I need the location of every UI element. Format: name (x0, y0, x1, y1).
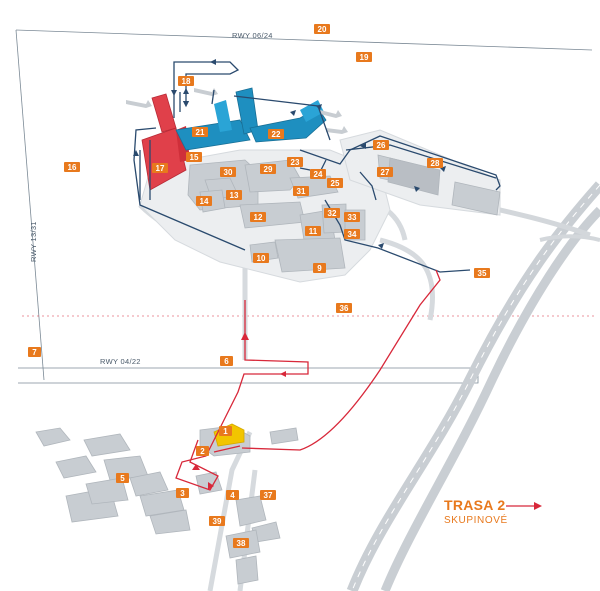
svg-text:36: 36 (340, 304, 349, 313)
route-red-arrows (192, 332, 286, 490)
svg-text:5: 5 (120, 474, 125, 483)
runway-label-north: RWY 06/24 (232, 31, 273, 40)
svg-text:10: 10 (257, 254, 266, 263)
svg-text:13: 13 (230, 191, 239, 200)
svg-text:19: 19 (360, 53, 369, 62)
svg-text:22: 22 (272, 130, 281, 139)
svg-text:15: 15 (190, 153, 199, 162)
badge-23[interactable]: 23 (287, 157, 303, 167)
svg-text:9: 9 (317, 264, 322, 273)
svg-text:7: 7 (32, 348, 37, 357)
svg-text:18: 18 (182, 77, 191, 86)
runway-04-22-edge (18, 368, 479, 384)
svg-text:17: 17 (156, 164, 165, 173)
poi-badges: 1 2 3 4 5 6 7 9 10 11 12 13 14 15 16 17 … (28, 24, 490, 548)
badge-34[interactable]: 34 (344, 229, 360, 239)
svg-text:20: 20 (318, 25, 327, 34)
badge-18[interactable]: 18 (178, 76, 194, 86)
buildings-south (35, 425, 299, 585)
svg-text:27: 27 (381, 168, 390, 177)
badge-28[interactable]: 28 (427, 158, 443, 168)
badge-12[interactable]: 12 (250, 212, 266, 222)
svg-text:21: 21 (196, 128, 205, 137)
route-blue-arrows (133, 59, 446, 249)
svg-text:16: 16 (68, 163, 77, 172)
runway-label-west: RWY 13/31 (29, 221, 38, 262)
svg-text:37: 37 (264, 491, 273, 500)
badge-1[interactable]: 1 (219, 426, 232, 436)
badge-26[interactable]: 26 (373, 140, 389, 150)
svg-text:35: 35 (478, 269, 487, 278)
svg-text:12: 12 (254, 213, 263, 222)
badge-29[interactable]: 29 (260, 164, 276, 174)
svg-text:4: 4 (230, 491, 235, 500)
badge-5[interactable]: 5 (116, 473, 129, 483)
badge-11[interactable]: 11 (305, 226, 321, 236)
legend-arrow-icon (506, 502, 542, 510)
svg-text:31: 31 (297, 187, 306, 196)
badge-16[interactable]: 16 (64, 162, 80, 172)
badge-33[interactable]: 33 (344, 212, 360, 222)
badge-9[interactable]: 9 (313, 263, 326, 273)
badge-39[interactable]: 39 (209, 516, 225, 526)
svg-text:39: 39 (213, 517, 222, 526)
badge-17[interactable]: 17 (152, 163, 168, 173)
badge-3[interactable]: 3 (176, 488, 189, 498)
badge-4[interactable]: 4 (226, 490, 239, 500)
svg-text:11: 11 (309, 227, 318, 236)
svg-text:3: 3 (180, 489, 185, 498)
legend-title: TRASA 2 (444, 497, 506, 513)
svg-text:30: 30 (224, 168, 233, 177)
badge-15[interactable]: 15 (186, 152, 202, 162)
badge-7[interactable]: 7 (28, 347, 41, 357)
badge-2[interactable]: 2 (196, 446, 209, 456)
svg-text:26: 26 (377, 141, 386, 150)
badge-35[interactable]: 35 (474, 268, 490, 278)
svg-text:32: 32 (328, 209, 337, 218)
runway-06-24-line (15, 29, 593, 51)
svg-text:25: 25 (331, 179, 340, 188)
badge-37[interactable]: 37 (260, 490, 276, 500)
badge-31[interactable]: 31 (293, 186, 309, 196)
badge-19[interactable]: 19 (356, 52, 372, 62)
route-red (175, 269, 441, 491)
svg-text:1: 1 (223, 427, 228, 436)
badge-20[interactable]: 20 (314, 24, 330, 34)
badge-6[interactable]: 6 (220, 356, 233, 366)
badge-10[interactable]: 10 (253, 253, 269, 263)
svg-text:23: 23 (291, 158, 300, 167)
badge-24[interactable]: 24 (310, 169, 326, 179)
svg-text:14: 14 (200, 197, 209, 206)
legend-subtitle: SKUPINOVÉ (444, 515, 508, 526)
badge-36[interactable]: 36 (336, 303, 352, 313)
badge-38[interactable]: 38 (233, 538, 249, 548)
svg-text:28: 28 (431, 159, 440, 168)
svg-text:38: 38 (237, 539, 246, 548)
svg-text:33: 33 (348, 213, 357, 222)
runway-13-31-line (15, 29, 45, 381)
runway-label-south: RWY 04/22 (100, 357, 141, 366)
svg-text:34: 34 (348, 230, 357, 239)
terminal-blue (175, 87, 327, 151)
svg-text:2: 2 (200, 447, 205, 456)
badge-25[interactable]: 25 (327, 178, 343, 188)
badge-22[interactable]: 22 (268, 129, 284, 139)
badge-13[interactable]: 13 (226, 190, 242, 200)
badge-27[interactable]: 27 (377, 167, 393, 177)
badge-32[interactable]: 32 (324, 208, 340, 218)
svg-text:29: 29 (264, 165, 273, 174)
badge-14[interactable]: 14 (196, 196, 212, 206)
aircraft (126, 88, 348, 134)
route-blue (133, 61, 501, 273)
badge-30[interactable]: 30 (220, 167, 236, 177)
badge-21[interactable]: 21 (192, 127, 208, 137)
svg-text:24: 24 (314, 170, 323, 179)
svg-text:6: 6 (224, 357, 229, 366)
